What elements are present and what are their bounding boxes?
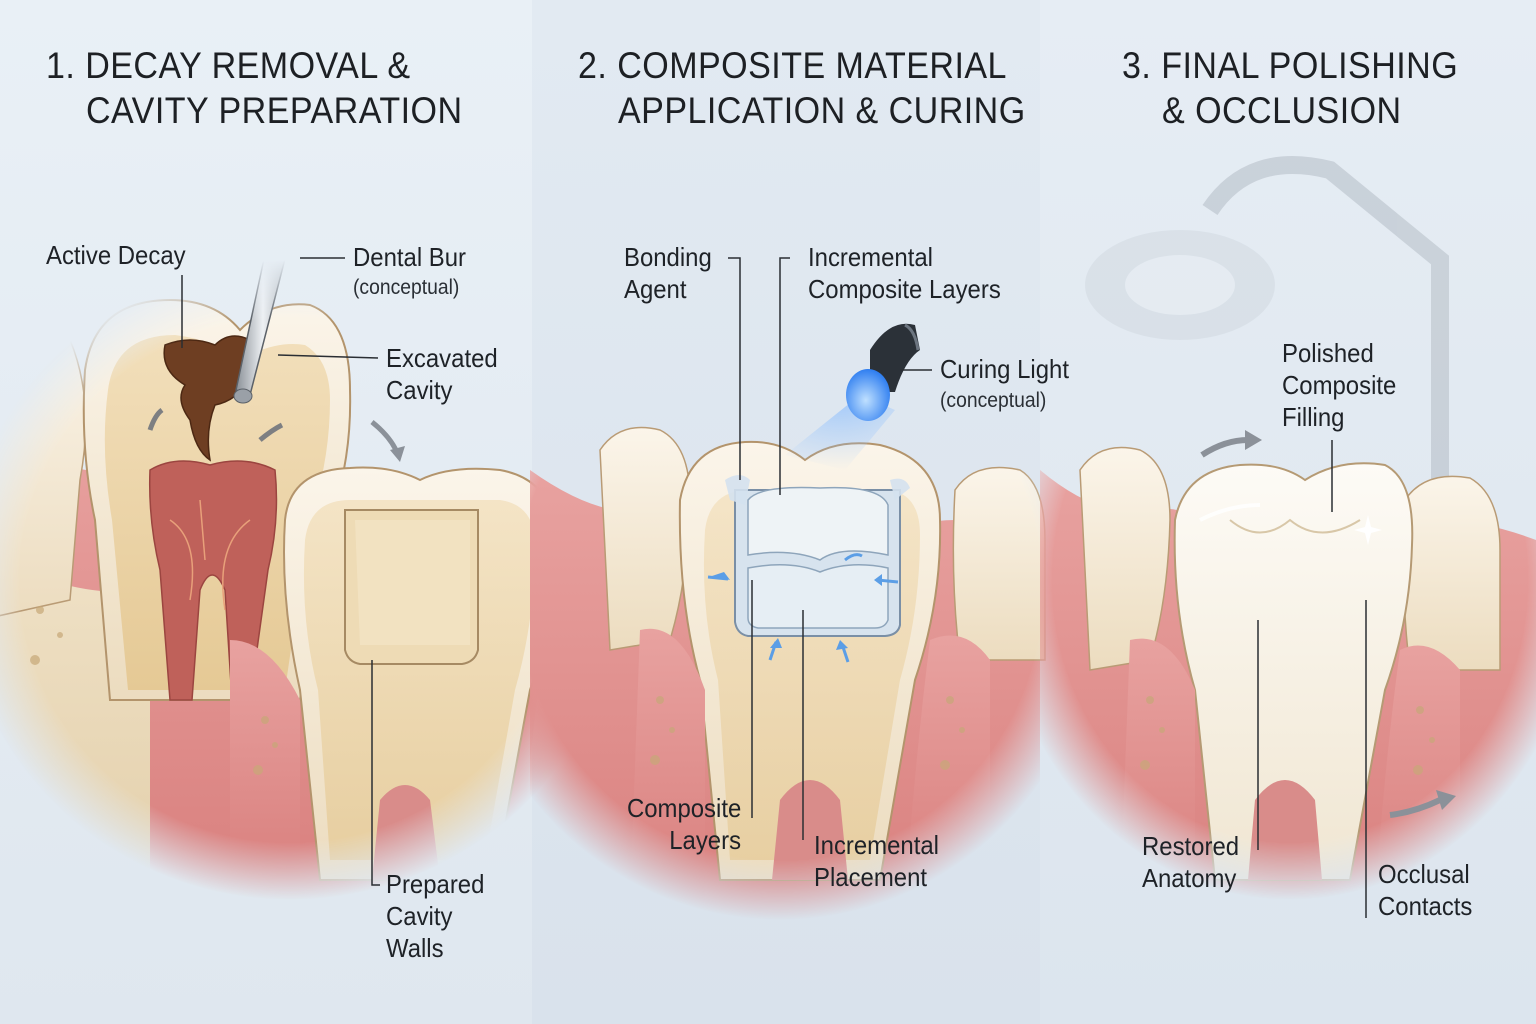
composite-layer-bottom bbox=[747, 564, 889, 629]
label-occlusal-contacts-2: Contacts bbox=[1378, 891, 1473, 921]
dental-bur-shape bbox=[233, 159, 307, 404]
label-incremental-placement-2: Placement bbox=[814, 862, 928, 892]
panel-3-title-line-1: 3. FINAL POLISHING bbox=[1122, 45, 1459, 86]
label-excavated-cavity-1: Excavated bbox=[386, 343, 498, 373]
panel-2-title-line-1: 2. COMPOSITE MATERIAL bbox=[578, 45, 1007, 86]
pulp bbox=[148, 460, 278, 701]
label-composite-layers-2: Layers bbox=[669, 825, 741, 855]
panel-1-title-line-1: 1. DECAY REMOVAL & bbox=[46, 45, 411, 86]
restored-tooth bbox=[1173, 462, 1414, 881]
label-active-decay: Active Decay bbox=[46, 240, 186, 270]
panel-1-leaders bbox=[181, 257, 380, 886]
panel-2-leaders bbox=[728, 257, 932, 840]
panel-3-illustration bbox=[1040, 446, 1536, 920]
pressure-arrows bbox=[707, 553, 899, 663]
label-incremental-layers-2: Composite Layers bbox=[808, 274, 1001, 304]
label-curing-light-sub: (conceptual) bbox=[940, 389, 1047, 412]
label-curing-light: Curing Light bbox=[940, 354, 1069, 384]
panel-2-illustration bbox=[530, 426, 1046, 920]
panel-2-title-line-2: APPLICATION & CURING bbox=[618, 90, 1026, 131]
label-incremental-placement-1: Incremental bbox=[814, 830, 939, 860]
label-prepared-walls-3: Walls bbox=[386, 933, 444, 963]
operatory-lamp-shape bbox=[1085, 156, 1449, 520]
label-incremental-layers-1: Incremental bbox=[808, 242, 933, 272]
label-restored-anatomy-1: Restored bbox=[1142, 831, 1240, 861]
panel-1-title-line-2: CAVITY PREPARATION bbox=[86, 90, 463, 131]
label-polished-filling-2: Composite bbox=[1282, 370, 1397, 400]
panel-3-leaders bbox=[1257, 440, 1367, 918]
label-bonding-agent-1: Bonding bbox=[624, 242, 712, 272]
label-composite-layers-1: Composite bbox=[626, 793, 741, 823]
label-dental-bur: Dental Bur bbox=[353, 242, 467, 272]
label-restored-anatomy-2: Anatomy bbox=[1142, 863, 1237, 893]
label-excavated-cavity-2: Cavity bbox=[386, 375, 453, 405]
label-prepared-walls-2: Cavity bbox=[386, 901, 453, 931]
panel-3-title-line-2: & OCCLUSION bbox=[1162, 90, 1402, 131]
composite-layer-top bbox=[747, 486, 889, 561]
label-bonding-agent-2: Agent bbox=[624, 274, 687, 304]
label-prepared-walls-1: Prepared bbox=[386, 869, 485, 899]
active-decay bbox=[163, 335, 259, 462]
label-occlusal-contacts-1: Occlusal bbox=[1378, 859, 1470, 889]
panel-3-arrows bbox=[1200, 430, 1456, 818]
label-polished-filling-3: Filling bbox=[1282, 402, 1345, 432]
label-dental-bur-sub: (conceptual) bbox=[353, 276, 460, 299]
panel-1-illustration bbox=[0, 159, 610, 900]
bonding-agent bbox=[725, 475, 910, 505]
label-polished-filling-1: Polished bbox=[1282, 338, 1374, 368]
curing-light-shape bbox=[785, 323, 920, 470]
